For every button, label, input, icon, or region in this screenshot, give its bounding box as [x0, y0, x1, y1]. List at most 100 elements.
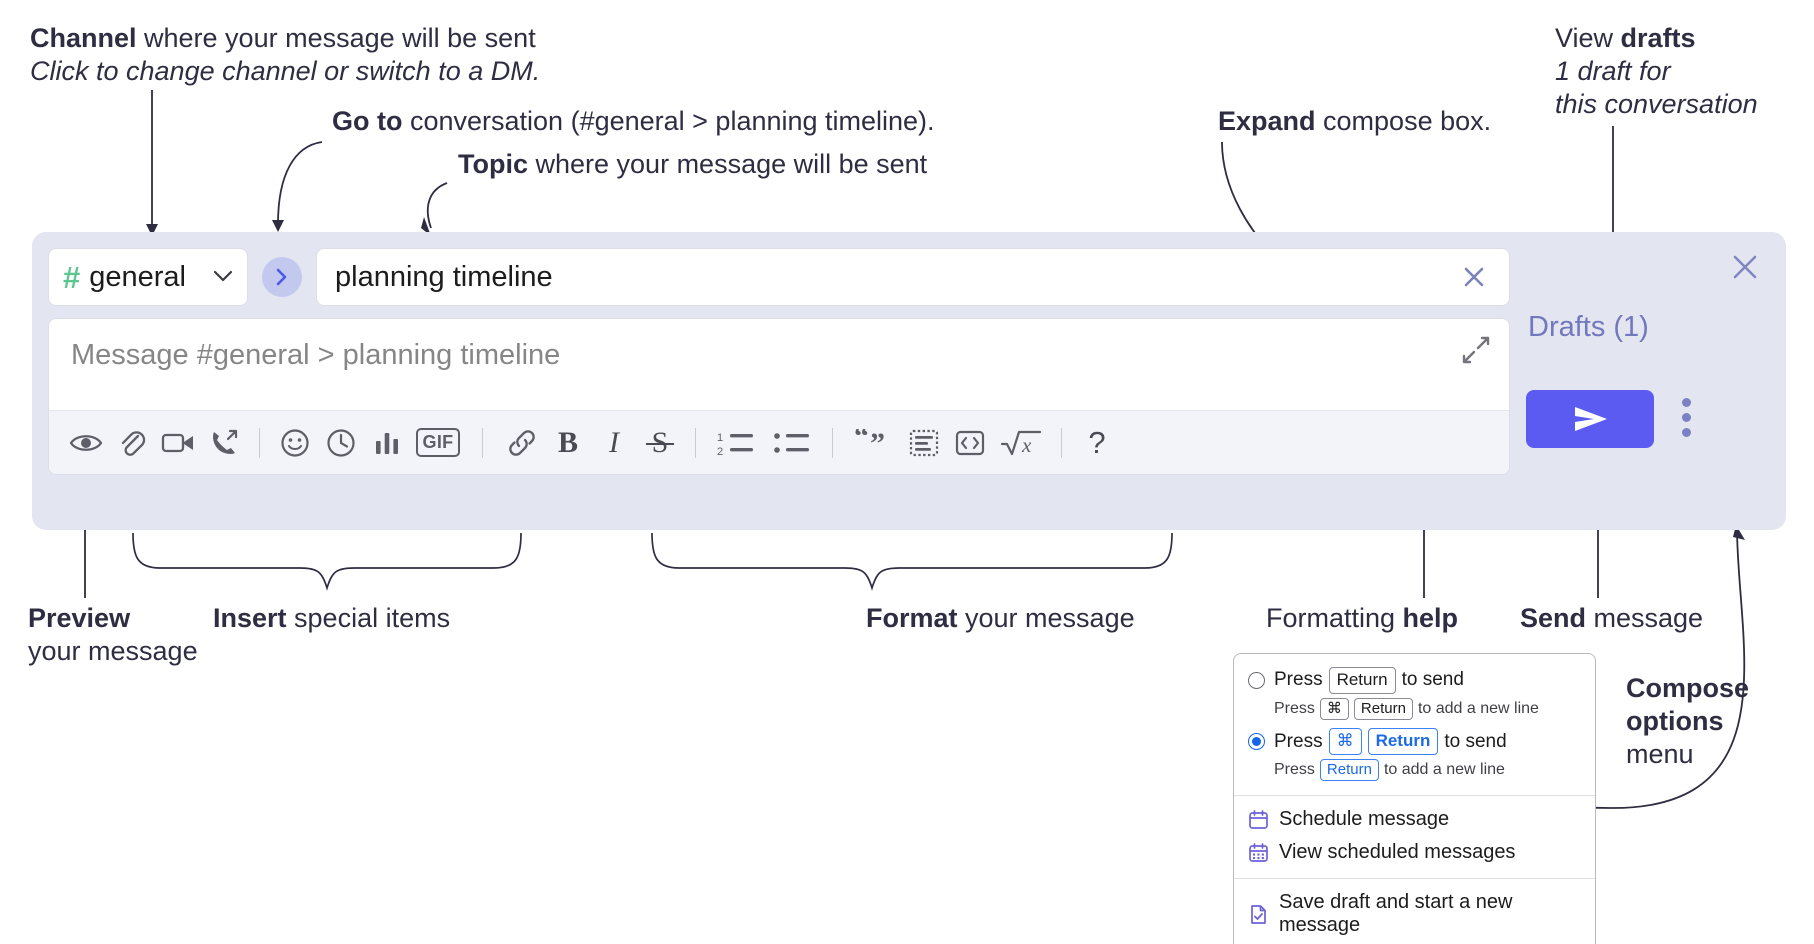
annotation-channel-rest: where your message will be sent — [136, 23, 536, 53]
gif-icon[interactable]: GIF — [410, 420, 466, 466]
option2-post: to send — [1444, 730, 1507, 752]
annotation-preview-bold: Preview — [28, 603, 131, 633]
radio-unselected-icon[interactable] — [1248, 671, 1265, 689]
option2-pre: Press — [1274, 730, 1323, 752]
toolbar-divider — [695, 427, 696, 458]
phone-forward-icon[interactable] — [201, 420, 247, 466]
option1-post: to send — [1401, 669, 1464, 691]
toolbar-divider — [259, 427, 260, 458]
annotation-compose-options-plain: menu — [1626, 738, 1694, 769]
code-block-icon[interactable] — [901, 420, 947, 466]
option2-sub-post: to add a new line — [1383, 761, 1505, 779]
option1-sub-pre: Press — [1274, 700, 1315, 718]
strikethrough-label: S — [652, 426, 669, 459]
bold-icon[interactable]: B — [545, 420, 591, 466]
option2-key2: Return — [1367, 728, 1439, 756]
toolbar-divider — [482, 427, 483, 458]
menu-item-view-scheduled-messages[interactable]: View scheduled messages — [1234, 836, 1595, 869]
compose-options-menu: Press Return to send Press ⌘ Return to a… — [1233, 653, 1596, 944]
annotation-insert-bold: Insert — [213, 603, 287, 633]
send-option-return-label: Press Return to send — [1274, 667, 1464, 694]
clock-icon[interactable] — [318, 420, 364, 466]
send-paper-plane-icon — [1575, 407, 1607, 431]
annotation-drafts-plain: View — [1555, 23, 1621, 53]
calendar-grid-icon — [1248, 842, 1269, 863]
close-icon[interactable] — [1728, 250, 1762, 289]
topic-input[interactable]: planning timeline — [316, 248, 1510, 306]
calendar-schedule-icon — [1248, 809, 1269, 830]
annotation-topic: Topic where your message will be sent — [458, 148, 927, 181]
link-icon[interactable] — [499, 420, 545, 466]
expand-diagonal-icon[interactable] — [1461, 335, 1491, 370]
message-input[interactable]: Message #general > planning timeline — [49, 319, 1509, 410]
compose-right-column: Drafts (1) — [1510, 232, 1786, 530]
svg-text:x: x — [1021, 433, 1032, 457]
annotation-goto-bold: Go to — [332, 106, 403, 136]
chevron-right-icon — [276, 268, 287, 286]
bold-label: B — [557, 425, 578, 459]
channel-name: general — [89, 260, 186, 293]
annotation-compose-options-bold1: Compose — [1626, 673, 1750, 703]
annotation-compose-options-bold2: options — [1626, 705, 1724, 736]
formatting-help-icon[interactable]: ? — [1074, 420, 1120, 466]
annotation-insert-rest: special items — [286, 603, 451, 633]
radio-selected-icon[interactable] — [1248, 733, 1265, 751]
option2-key1: ⌘ — [1328, 728, 1362, 756]
italic-label: I — [609, 425, 619, 459]
annotation-drafts-bold: drafts — [1620, 23, 1696, 53]
svg-text:1: 1 — [717, 432, 723, 444]
send-option-return[interactable]: Press Return to send — [1234, 664, 1595, 697]
annotation-help-plain: Formatting — [1266, 603, 1403, 633]
attachment-paperclip-icon[interactable] — [109, 420, 155, 466]
poll-bar-chart-icon[interactable] — [364, 420, 410, 466]
svg-text:“: “ — [854, 429, 869, 453]
emoji-smiley-icon[interactable] — [272, 420, 318, 466]
annotation-preview-line2: your message — [28, 635, 198, 666]
message-placeholder: Message #general > planning timeline — [71, 339, 561, 371]
math-icon[interactable]: x — [993, 420, 1049, 466]
option1-pre: Press — [1274, 669, 1323, 691]
menu-item-save-draft[interactable]: Save draft and start a new message — [1234, 886, 1595, 942]
bulleted-list-icon[interactable] — [764, 420, 820, 466]
option2-sub-key: Return — [1319, 759, 1379, 782]
channel-selector[interactable]: # general — [48, 248, 248, 306]
preview-eye-icon[interactable] — [63, 420, 109, 466]
menu-item-schedule-message[interactable]: Schedule message — [1234, 803, 1595, 836]
send-button[interactable] — [1526, 390, 1654, 448]
hash-icon: # — [63, 259, 81, 295]
video-camera-icon[interactable] — [155, 420, 201, 466]
send-option-cmd-return[interactable]: Press ⌘ Return to send — [1234, 725, 1595, 758]
toolbar-divider — [1061, 427, 1062, 458]
annotation-drafts: View drafts 1 draft for this conversatio… — [1555, 22, 1758, 121]
strikethrough-icon[interactable]: S — [637, 420, 683, 466]
close-icon[interactable] — [1459, 262, 1495, 292]
more-vertical-icon[interactable] — [1682, 398, 1691, 437]
italic-icon[interactable]: I — [591, 420, 637, 466]
chevron-down-icon — [213, 267, 233, 287]
gif-label: GIF — [415, 428, 461, 457]
ordered-list-icon[interactable]: 1 2 — [708, 420, 764, 466]
annotation-send-bold: Send — [1520, 603, 1587, 633]
svg-text:2: 2 — [717, 446, 723, 457]
menu-divider — [1234, 795, 1595, 797]
drafts-link[interactable]: Drafts (1) — [1528, 311, 1649, 343]
annotation-format: Format your message — [866, 602, 1135, 635]
send-option-return-sub: Press ⌘ Return to add a new line — [1234, 697, 1595, 725]
send-option-cmd-return-sub: Press Return to add a new line — [1234, 758, 1595, 786]
option1-sub-key1: ⌘ — [1319, 697, 1349, 721]
blockquote-icon[interactable]: “ ” — [845, 420, 901, 466]
help-label: ? — [1088, 425, 1106, 460]
annotation-preview: Preview your message — [28, 602, 198, 668]
annotation-format-rest: your message — [957, 603, 1135, 633]
annotation-insert: Insert special items — [213, 602, 450, 635]
toolbar-divider — [832, 427, 833, 458]
annotation-goto-rest: conversation (#general > planning timeli… — [402, 106, 935, 136]
goto-conversation-button[interactable] — [262, 257, 302, 297]
annotation-expand-rest: compose box. — [1315, 106, 1492, 136]
inline-code-icon[interactable] — [947, 420, 993, 466]
message-box: Message #general > planning timeline — [48, 318, 1510, 475]
option1-sub-post: to add a new line — [1417, 700, 1539, 718]
annotation-goto: Go to conversation (#general > planning … — [332, 105, 935, 138]
annotation-topic-rest: where your message will be sent — [528, 149, 928, 179]
annotation-channel-bold: Channel — [30, 23, 137, 53]
